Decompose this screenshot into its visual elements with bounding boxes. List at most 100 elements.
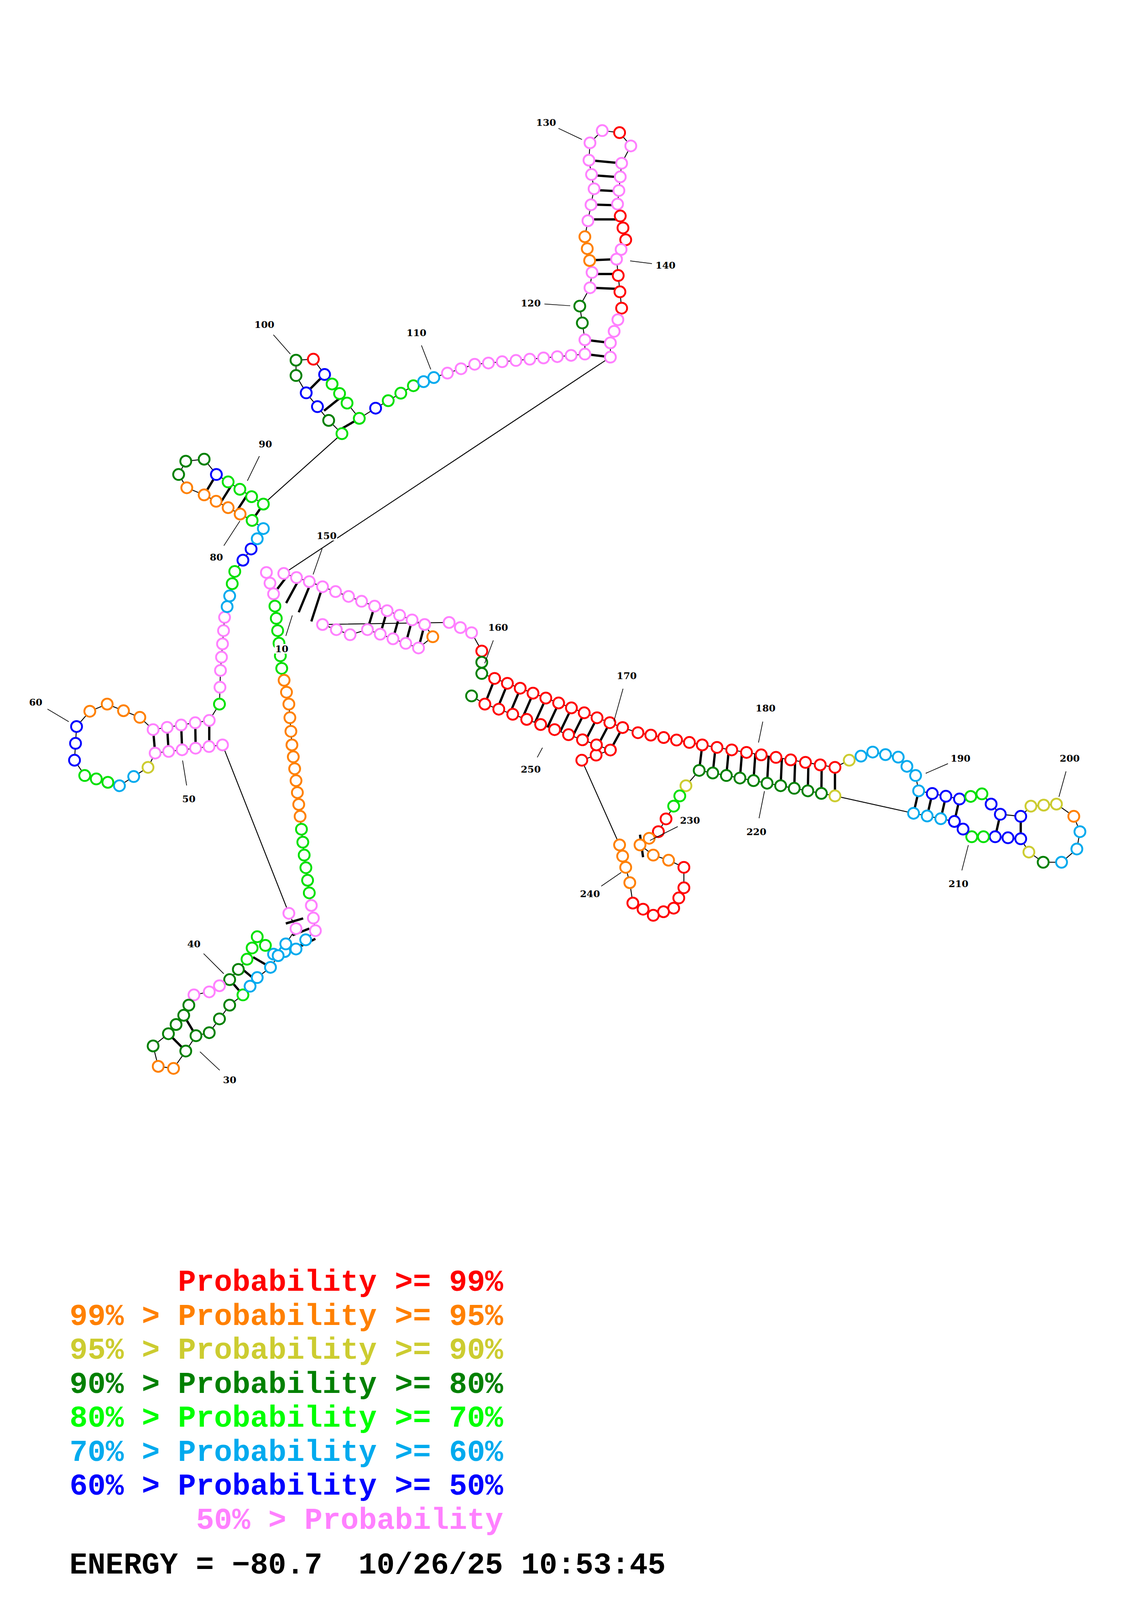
nucleotide (278, 568, 290, 579)
nucleotide (726, 744, 738, 756)
nucleotide (229, 566, 241, 578)
nucleotide (658, 732, 670, 744)
nucleotide (614, 839, 626, 851)
nucleotide (71, 721, 83, 733)
nucleotide (965, 791, 977, 803)
nucleotide (293, 799, 305, 811)
nucleotide (260, 567, 272, 579)
nucleotide (210, 495, 222, 507)
nucleotide (617, 850, 629, 862)
position-number: 250 (520, 764, 542, 775)
position-number: 170 (616, 671, 638, 681)
nucleotide (978, 831, 990, 843)
leader-line (182, 760, 187, 786)
nucleotide (678, 862, 690, 874)
nucleotide (910, 770, 922, 782)
nucleotide (476, 645, 488, 657)
nucleotide (264, 578, 276, 589)
nucleotide (579, 231, 591, 243)
position-number: 230 (679, 815, 701, 826)
leader-line (286, 615, 293, 636)
nucleotide (583, 154, 595, 166)
nucleotide (307, 354, 319, 365)
nucleotide (303, 887, 315, 899)
nucleotide (237, 554, 249, 566)
nucleotide (336, 428, 348, 440)
legend-text: 70% > Probability >= 60% (69, 1436, 504, 1471)
nucleotide (317, 619, 329, 631)
nucleotide (634, 839, 646, 851)
nucleotide (527, 687, 539, 699)
nucleotide (616, 302, 628, 314)
nucleotide (953, 793, 965, 805)
nucleotide (524, 354, 536, 365)
nucleotide (234, 484, 246, 496)
legend-entry: 70% > Probability >= 60% (69, 1438, 504, 1469)
nucleotide (163, 746, 175, 758)
nucleotide (222, 476, 234, 488)
nucleotide (175, 719, 187, 731)
legend-entry: 80% > Probability >= 70% (69, 1404, 504, 1435)
position-number: 180 (755, 703, 777, 714)
leader-line (1058, 771, 1067, 798)
nucleotide (213, 980, 225, 992)
nucleotide (711, 742, 723, 754)
nucleotide (303, 576, 315, 588)
position-number: 90 (258, 439, 273, 449)
position-number: 210 (948, 879, 970, 889)
nucleotide (647, 849, 659, 861)
nucleotide (147, 724, 159, 736)
nucleotide (442, 367, 454, 379)
nucleotide (268, 588, 280, 600)
nucleotide (614, 127, 626, 139)
nucleotide (671, 734, 683, 746)
nucleotide (612, 314, 624, 326)
leader-line (537, 747, 543, 758)
nucleotide (802, 785, 814, 797)
leader-line (544, 304, 571, 307)
nucleotide (1074, 826, 1086, 838)
nucleotide (118, 705, 130, 717)
nucleotide (284, 712, 296, 724)
nucleotide (382, 395, 394, 407)
nucleotide (317, 581, 329, 593)
nucleotide (624, 877, 636, 889)
nucleotide (521, 714, 532, 725)
nucleotide (496, 356, 508, 368)
nucleotide (617, 722, 629, 734)
nucleotide (1056, 857, 1068, 869)
nucleotide (612, 198, 624, 210)
nucleotide (604, 351, 616, 363)
nucleotide (674, 790, 686, 802)
nucleotide (514, 682, 526, 694)
position-number: 240 (579, 889, 601, 899)
legend-entry: Probability >= 99% (177, 1268, 504, 1299)
leader-line (47, 709, 69, 723)
leader-line (650, 826, 678, 841)
nucleotide (218, 625, 230, 637)
nucleotide (285, 725, 297, 737)
nucleotide (454, 622, 466, 634)
nucleotide (395, 387, 407, 399)
nucleotide (167, 1063, 179, 1074)
legend-entry: 90% > Probability >= 80% (69, 1370, 504, 1401)
nucleotide (1015, 833, 1027, 845)
nucleotide (612, 270, 624, 282)
legend-entry: 95% > Probability >= 90% (69, 1336, 504, 1367)
nucleotide (1015, 811, 1027, 823)
nucleotide (260, 940, 272, 952)
nucleotide (180, 1045, 192, 1057)
position-number: 100 (254, 319, 276, 330)
nucleotide (577, 734, 589, 746)
nucleotide (381, 605, 393, 617)
nucleotide (84, 705, 96, 717)
position-number: 60 (28, 697, 43, 708)
nucleotide (173, 469, 185, 480)
nucleotide (170, 1019, 182, 1031)
nucleotide (428, 372, 440, 384)
nucleotide (203, 741, 215, 753)
nucleotide (269, 600, 281, 612)
nucleotide (213, 1013, 225, 1025)
nucleotide (892, 751, 904, 763)
